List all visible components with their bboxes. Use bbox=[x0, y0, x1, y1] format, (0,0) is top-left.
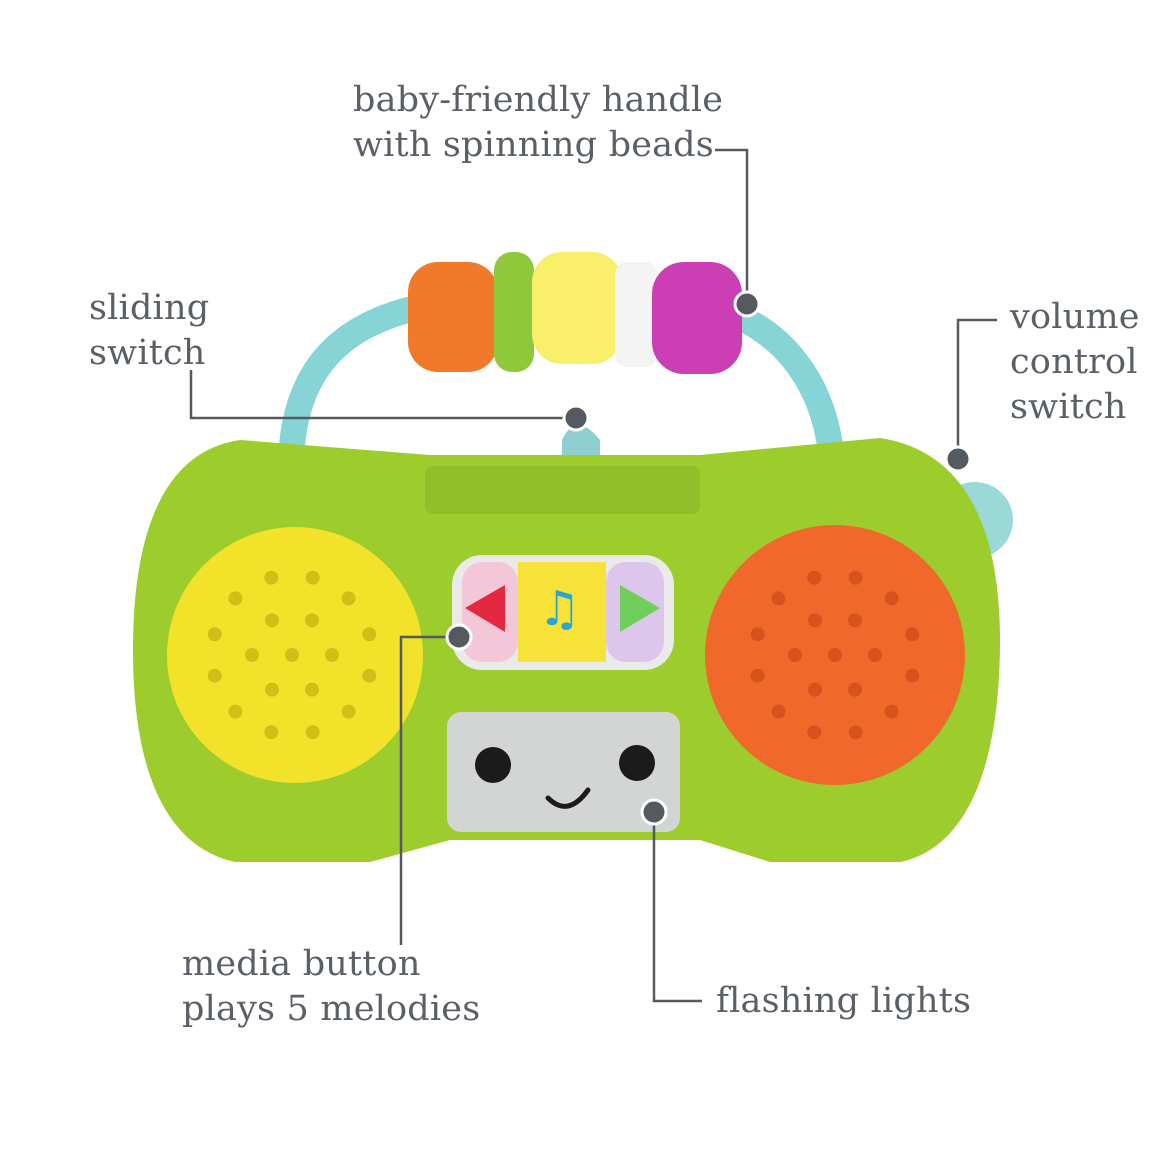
speaker-hole bbox=[207, 627, 222, 642]
speaker-hole bbox=[808, 682, 822, 697]
callout-text: with spinning beads bbox=[353, 125, 714, 165]
speaker-hole bbox=[228, 591, 243, 606]
speaker-hole bbox=[305, 725, 320, 740]
speaker-hole bbox=[362, 668, 377, 683]
music-note-icon: ♫ bbox=[538, 581, 581, 637]
speaker-hole bbox=[771, 704, 786, 719]
speaker-hole bbox=[788, 648, 802, 662]
speaker-hole bbox=[848, 613, 862, 628]
callout-text: flashing lights bbox=[716, 981, 972, 1021]
spinning-beads bbox=[408, 252, 742, 374]
speaker-hole bbox=[905, 668, 920, 683]
callout-text: baby-friendly handle bbox=[353, 80, 724, 120]
next-triangle-icon bbox=[620, 585, 660, 632]
speaker-hole bbox=[807, 725, 822, 740]
speaker-hole bbox=[265, 682, 279, 697]
speaker-hole bbox=[362, 627, 377, 642]
callout-text: switch bbox=[1010, 387, 1127, 427]
speaker-hole bbox=[884, 591, 899, 606]
callout-media-button: media button plays 5 melodies bbox=[182, 942, 480, 1032]
callout-text: switch bbox=[89, 333, 206, 373]
speaker-hole bbox=[264, 725, 279, 740]
speaker-hole bbox=[808, 613, 822, 628]
speaker-hole bbox=[905, 627, 920, 642]
callout-text: media button bbox=[182, 944, 421, 984]
speaker-hole bbox=[305, 570, 320, 585]
callout-lights: flashing lights bbox=[716, 979, 971, 1024]
speaker-hole bbox=[285, 648, 299, 662]
speaker-hole bbox=[305, 682, 319, 697]
callout-dots bbox=[445, 290, 972, 826]
speaker-hole bbox=[828, 648, 842, 662]
speaker-hole bbox=[868, 648, 882, 662]
callout-text: volume bbox=[1010, 297, 1140, 337]
speaker-hole bbox=[807, 570, 822, 585]
speaker-hole bbox=[341, 591, 356, 606]
speaker-hole bbox=[341, 704, 356, 719]
right-speaker bbox=[705, 525, 965, 785]
speaker-hole bbox=[750, 627, 765, 642]
speaker-hole bbox=[305, 613, 319, 628]
speaker-hole bbox=[245, 648, 259, 662]
callout-text: control bbox=[1010, 342, 1138, 382]
speaker-hole bbox=[848, 682, 862, 697]
speaker-hole bbox=[884, 704, 899, 719]
speaker-hole bbox=[265, 613, 279, 628]
speaker-hole bbox=[325, 648, 339, 662]
leader-lines bbox=[189, 148, 997, 1003]
light-screen bbox=[447, 712, 680, 832]
callout-handle: baby-friendly handle with spinning beads bbox=[353, 78, 723, 168]
speaker-hole bbox=[750, 668, 765, 683]
previous-triangle-icon bbox=[465, 585, 505, 632]
callout-volume: volume control switch bbox=[1010, 295, 1140, 430]
speaker-hole bbox=[848, 725, 863, 740]
speaker-hole bbox=[228, 704, 243, 719]
speaker-hole bbox=[771, 591, 786, 606]
speaker-hole bbox=[264, 570, 279, 585]
top-buttons bbox=[425, 466, 700, 514]
media-button: ♫ bbox=[452, 555, 674, 670]
callout-sliding-switch: sliding switch bbox=[89, 286, 209, 376]
left-speaker bbox=[167, 527, 423, 783]
callout-text: sliding bbox=[89, 288, 210, 328]
speaker-hole bbox=[207, 668, 222, 683]
callout-text: plays 5 melodies bbox=[182, 989, 481, 1029]
speaker-hole bbox=[848, 570, 863, 585]
